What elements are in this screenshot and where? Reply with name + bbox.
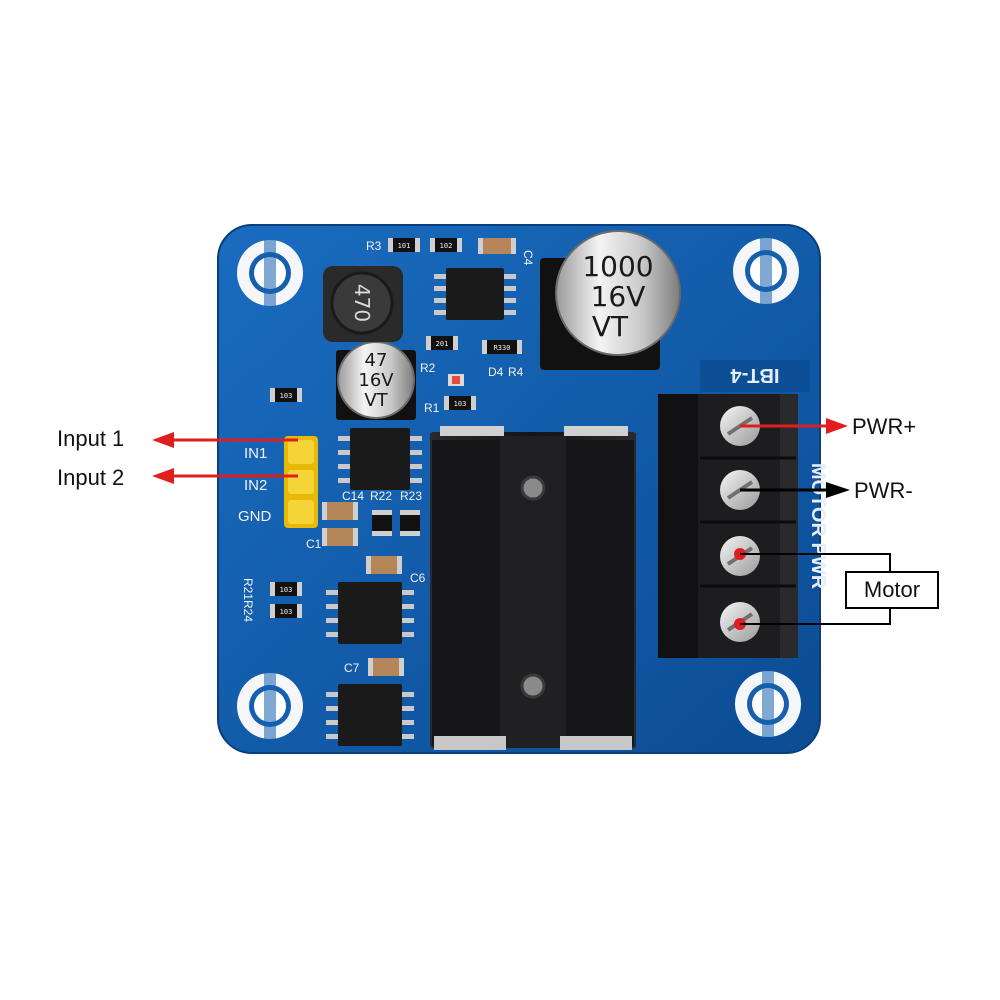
input1-arrow xyxy=(152,432,298,448)
silkscreen-board-name: IBT-4 xyxy=(700,360,810,392)
capacitor-small-series: VT xyxy=(364,390,388,411)
silk-c7: C7 xyxy=(344,661,360,675)
resistor-r23 xyxy=(400,510,420,536)
silk-gnd: GND xyxy=(238,508,272,525)
pwr-plus-label: PWR+ xyxy=(852,414,916,439)
svg-text:103: 103 xyxy=(280,392,293,400)
resistor-r21: 103 xyxy=(270,582,302,596)
silk-r4: R4 xyxy=(508,365,524,379)
mounting-hole-bottom-right xyxy=(735,671,801,737)
pwr-minus-label: PWR- xyxy=(854,478,913,503)
silkscreen-terminal-side: MOTOR PWR xyxy=(807,463,829,590)
resistor-r330: R330 xyxy=(482,340,522,354)
silk-c14: C14 xyxy=(342,489,364,503)
input2-arrow xyxy=(152,468,298,484)
resistor-201: 201 xyxy=(426,336,458,350)
led-indicator xyxy=(448,374,464,386)
silk-c6: C6 xyxy=(410,571,426,585)
silk-r21r24: R21R24 xyxy=(241,578,255,622)
input2-label: Input 2 xyxy=(57,465,124,490)
capacitor-c1-smd xyxy=(322,502,358,520)
resistor-r22 xyxy=(372,510,392,536)
capacitor-large: 1000 16V VT xyxy=(540,230,681,370)
svg-text:103: 103 xyxy=(280,586,293,594)
silk-r1: R1 xyxy=(424,401,440,415)
resistor-2: 102 xyxy=(430,238,462,252)
resistor-r24: 103 xyxy=(270,604,302,618)
silk-r23: R23 xyxy=(400,489,422,503)
pwr-plus-arrow xyxy=(740,418,848,434)
capacitor-large-voltage: 16V xyxy=(591,280,646,313)
header-pins xyxy=(284,436,318,528)
inductor-value: 470 xyxy=(350,284,374,322)
resistor-r1: 103 xyxy=(444,396,476,410)
capacitor-large-value: 1000 xyxy=(582,250,653,283)
silk-in2: IN2 xyxy=(244,477,267,494)
svg-text:R330: R330 xyxy=(494,344,511,352)
ic-driver-2 xyxy=(326,684,414,746)
heatsink xyxy=(430,426,636,750)
inductor: 470 xyxy=(323,266,403,342)
capacitor-small-value: 47 xyxy=(365,350,388,371)
silk-r2: R2 xyxy=(420,361,436,375)
capacitor-small: 47 16V VT xyxy=(336,341,416,420)
capacitor-large-series: VT xyxy=(592,310,629,343)
ic-regulator xyxy=(434,268,516,320)
capacitor-c7-smd xyxy=(368,658,404,676)
motor-connector-lines xyxy=(734,548,891,630)
svg-text:103: 103 xyxy=(280,608,293,616)
capacitor-c6-smd xyxy=(366,556,402,574)
pwr-minus-arrow xyxy=(740,482,850,498)
ic-logic-1 xyxy=(338,428,422,490)
motor-label-box: Motor xyxy=(845,571,939,609)
svg-text:102: 102 xyxy=(440,242,453,250)
svg-text:103: 103 xyxy=(454,400,467,408)
silk-r22: R22 xyxy=(370,489,392,503)
silk-in1: IN1 xyxy=(244,445,267,462)
svg-text:101: 101 xyxy=(398,242,411,250)
silk-c4: C4 xyxy=(521,250,535,266)
svg-text:201: 201 xyxy=(436,340,449,348)
resistor-r3: 101 xyxy=(388,238,420,252)
mounting-hole-top-left xyxy=(237,240,303,306)
smd-resistors: 101 102 103 103 201 R330 xyxy=(270,238,522,676)
ic-driver-1 xyxy=(326,582,414,644)
capacitor-c4-smd xyxy=(478,238,516,254)
capacitor-c1b-smd xyxy=(322,528,358,546)
svg-text:IBT-4: IBT-4 xyxy=(730,364,780,386)
input1-label: Input 1 xyxy=(57,426,124,451)
capacitor-small-voltage: 16V xyxy=(358,370,394,391)
resistor-r-left-1: 103 xyxy=(270,388,302,402)
mounting-hole-top-right xyxy=(733,238,799,304)
silk-r3: R3 xyxy=(366,239,382,253)
motor-label: Motor xyxy=(864,577,920,602)
screw-terminal-block xyxy=(658,394,798,658)
mounting-hole-bottom-left xyxy=(237,673,303,739)
silk-c1: C1 xyxy=(306,537,322,551)
silk-d4: D4 xyxy=(488,365,504,379)
